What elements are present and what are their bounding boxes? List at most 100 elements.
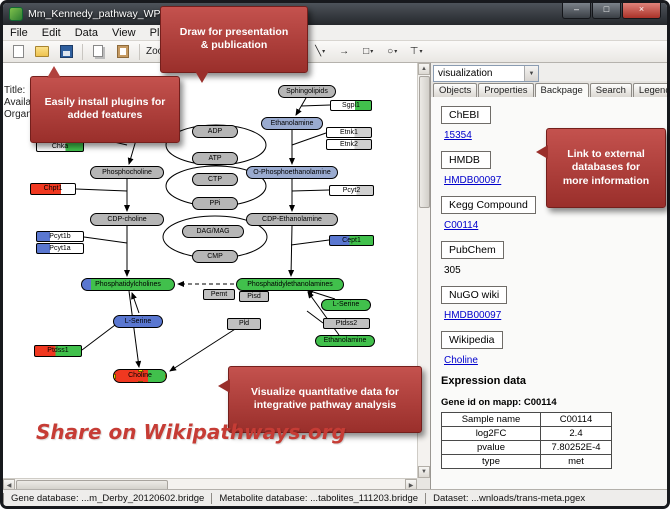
backpage-section-header: ChEBI: [441, 106, 491, 124]
node-phosphocholine[interactable]: Phosphocholine: [90, 166, 164, 179]
node-pemt[interactable]: Pemt: [203, 289, 235, 300]
pathway-edge[interactable]: [291, 132, 327, 146]
node-cmp[interactable]: CMP: [192, 250, 238, 263]
node-l_serine_r[interactable]: L-Serine: [321, 299, 371, 311]
external-db-link[interactable]: 15354: [444, 130, 472, 141]
node-sgpl1[interactable]: Sgpl1: [330, 100, 372, 111]
pathway-edge[interactable]: [75, 188, 128, 192]
node-adp[interactable]: ADP: [192, 125, 238, 138]
selection-handle[interactable]: [114, 374, 116, 379]
node-pe[interactable]: Phosphatidylethanolamines: [236, 278, 344, 291]
tab-objects[interactable]: Objects: [433, 83, 478, 97]
selection-handle[interactable]: [165, 381, 166, 382]
arrow-tool-button[interactable]: →: [333, 41, 355, 62]
minimize-button[interactable]: –: [562, 3, 591, 19]
node-l_serine_l[interactable]: L-Serine: [113, 315, 163, 328]
node-chka[interactable]: Chka: [36, 141, 84, 152]
ellipse-tool-button[interactable]: ○▾: [381, 41, 403, 62]
node-ppi[interactable]: PPi: [192, 197, 238, 210]
shape-tool-button[interactable]: □▾: [357, 41, 379, 62]
copy-icon: [92, 44, 103, 57]
node-pld[interactable]: Pld: [227, 318, 261, 330]
menu-edit[interactable]: Edit: [41, 26, 61, 39]
vertical-scroll-thumb[interactable]: [419, 76, 430, 208]
scroll-right-icon[interactable]: ▶: [405, 479, 417, 491]
node-cdp_choline[interactable]: CDP-choline: [90, 213, 164, 226]
external-db-link[interactable]: HMDB00097: [444, 175, 502, 186]
node-atp[interactable]: ATP: [192, 152, 238, 165]
maximize-button[interactable]: □: [592, 3, 621, 19]
scroll-corner: [417, 478, 430, 491]
backpage-section: ChEBI 15354: [441, 105, 667, 141]
save-button[interactable]: [55, 41, 77, 62]
node-etnk2[interactable]: Etnk2: [326, 139, 372, 150]
external-db-link[interactable]: HMDB00097: [444, 310, 502, 321]
scroll-up-icon[interactable]: ▲: [418, 63, 430, 75]
new-button[interactable]: [7, 41, 29, 62]
node-ptdss1[interactable]: Ptdss1: [34, 345, 82, 357]
pathway-edge[interactable]: [300, 104, 331, 107]
selection-handle[interactable]: [138, 370, 143, 372]
tbar-tool-button[interactable]: ⊤▾: [405, 41, 427, 62]
selection-handle[interactable]: [138, 381, 143, 382]
tab-properties[interactable]: Properties: [478, 83, 534, 97]
titlebar[interactable]: Mm_Kennedy_pathway_WP1771_45176.gpml – □…: [3, 3, 667, 25]
pathway-edge[interactable]: [290, 239, 330, 246]
selection-handle[interactable]: [165, 370, 166, 372]
toolbar-separator: [82, 43, 83, 60]
pathway-edge[interactable]: [169, 323, 244, 372]
node-dag_mag[interactable]: DAG/MAG: [182, 225, 244, 238]
node-sphingolipids[interactable]: Sphingolipids: [278, 85, 336, 98]
callout-plugins: Easily install plugins for added feature…: [30, 66, 180, 143]
selection-handle[interactable]: [165, 374, 166, 379]
node-etnk1[interactable]: Etnk1: [326, 127, 372, 138]
line-tool-button[interactable]: ╲▾: [309, 41, 331, 62]
paste-button[interactable]: [112, 41, 134, 62]
node-ethanolamine_top[interactable]: Ethanolamine: [261, 117, 323, 130]
callout-link-text: Link to external databases for more info…: [562, 147, 650, 187]
chevron-down-icon: ▾: [419, 49, 423, 55]
tab-backpage[interactable]: Backpage: [534, 83, 589, 98]
node-choline_sel[interactable]: Choline: [113, 369, 167, 383]
pathway-edge[interactable]: [288, 225, 295, 277]
pathway-edge[interactable]: [306, 288, 336, 300]
node-pcyt1a[interactable]: Pcyt1a: [36, 243, 84, 254]
menu-view[interactable]: View: [111, 26, 136, 39]
menu-file[interactable]: File: [10, 26, 28, 39]
tab-search[interactable]: Search: [589, 83, 632, 97]
close-button[interactable]: ×: [622, 3, 661, 19]
node-ptdss2[interactable]: Ptdss2: [323, 318, 370, 329]
pathway-edge[interactable]: [306, 310, 324, 324]
tab-legend[interactable]: Legend: [632, 83, 667, 97]
node-cdp_etn[interactable]: CDP-Ethanolamine: [246, 213, 338, 226]
node-pc[interactable]: Phosphatidylcholines: [81, 278, 175, 291]
node-pcyt2[interactable]: Pcyt2: [329, 185, 374, 196]
external-db-link[interactable]: Choline: [444, 355, 478, 366]
node-o_p_etn[interactable]: O-Phosphoethanolamine: [246, 166, 338, 179]
selection-handle[interactable]: [114, 381, 116, 382]
pathway-edge[interactable]: [131, 292, 140, 314]
node-chpt1[interactable]: Chpt1: [30, 183, 76, 195]
open-button[interactable]: [31, 41, 53, 62]
node-cept1[interactable]: Cept1: [329, 235, 374, 246]
scroll-down-icon[interactable]: ▼: [418, 466, 430, 478]
node-pcyt1b[interactable]: Pcyt1b: [36, 231, 84, 242]
pathway-edge[interactable]: [83, 236, 128, 244]
ellipse-tool-icon: ○: [387, 46, 394, 57]
copy-button[interactable]: [88, 41, 110, 62]
window-controls: – □ ×: [561, 3, 661, 19]
menu-data[interactable]: Data: [74, 26, 98, 39]
external-db-link[interactable]: C00114: [444, 220, 479, 231]
expression-table-cell: log2FC: [441, 426, 541, 441]
node-ctp[interactable]: CTP: [192, 173, 238, 186]
pathway-edge[interactable]: [291, 189, 330, 192]
visualization-select[interactable]: visualization ▼: [433, 65, 539, 82]
node-pisd[interactable]: Pisd: [239, 291, 269, 302]
node-etn_bottom[interactable]: Ethanolamine: [315, 335, 375, 347]
pathway-edge[interactable]: [128, 290, 142, 368]
pathway-edge[interactable]: [295, 97, 307, 116]
selection-handle[interactable]: [114, 370, 116, 372]
